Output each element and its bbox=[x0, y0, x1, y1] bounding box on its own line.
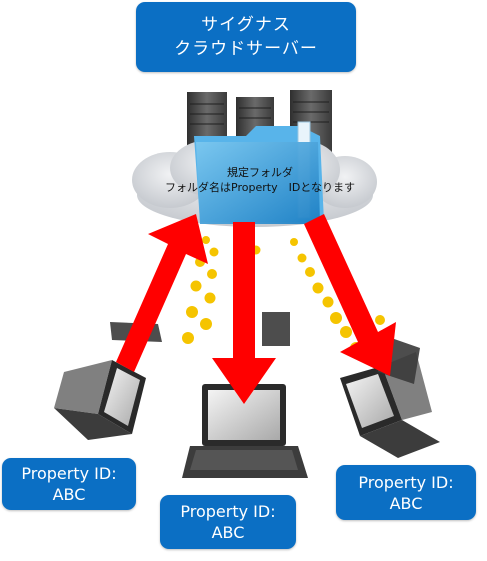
laptop-icon-right bbox=[340, 352, 440, 458]
laptop-icon-left bbox=[54, 360, 146, 440]
client-label-middle: Property ID: ABC bbox=[160, 495, 296, 549]
cloud-server-title: サイグナス クラウドサーバー bbox=[136, 2, 356, 72]
property-id-label: Property ID: bbox=[180, 502, 276, 521]
laptop-icon-middle bbox=[182, 384, 308, 478]
arrow-sync bbox=[304, 214, 396, 376]
property-id-label: Property ID: bbox=[358, 472, 454, 492]
folder-caption-line-1: 規定フォルダ bbox=[227, 166, 293, 179]
client-label-right: Property ID: ABC bbox=[336, 465, 476, 520]
property-id-value: ABC bbox=[389, 493, 423, 513]
folder-caption-line-2: フォルダ名はProperty IDとなります bbox=[165, 181, 355, 194]
folder-caption: 規定フォルダ フォルダ名はProperty IDとなります bbox=[150, 165, 370, 195]
property-id-value: ABC bbox=[52, 485, 86, 504]
property-id-label: Property ID: bbox=[21, 464, 117, 483]
title-line-1: サイグナス bbox=[201, 15, 291, 35]
client-label-left: Property ID: ABC bbox=[2, 458, 136, 510]
arrow-download bbox=[212, 222, 276, 404]
folder-icon bbox=[194, 121, 324, 224]
property-id-value: ABC bbox=[211, 523, 245, 542]
arrow-upload bbox=[116, 214, 208, 372]
title-line-2: クラウドサーバー bbox=[174, 39, 318, 59]
